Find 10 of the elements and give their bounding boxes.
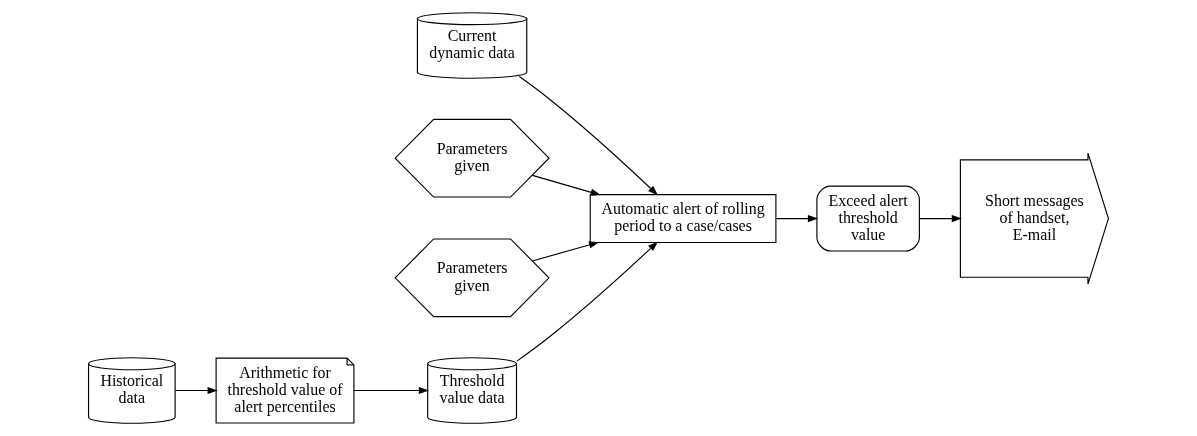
arrow xyxy=(919,214,962,223)
arrow xyxy=(775,214,819,223)
node-box: Exceed alert threshold value xyxy=(816,185,920,252)
arrow xyxy=(516,241,659,362)
arrow xyxy=(518,76,659,196)
arrow xyxy=(353,386,430,395)
arrow xyxy=(531,174,601,196)
arrow xyxy=(531,241,600,262)
arrow xyxy=(174,386,218,395)
node-box: Automatic alert of rolling period to a case/cases xyxy=(589,194,777,244)
